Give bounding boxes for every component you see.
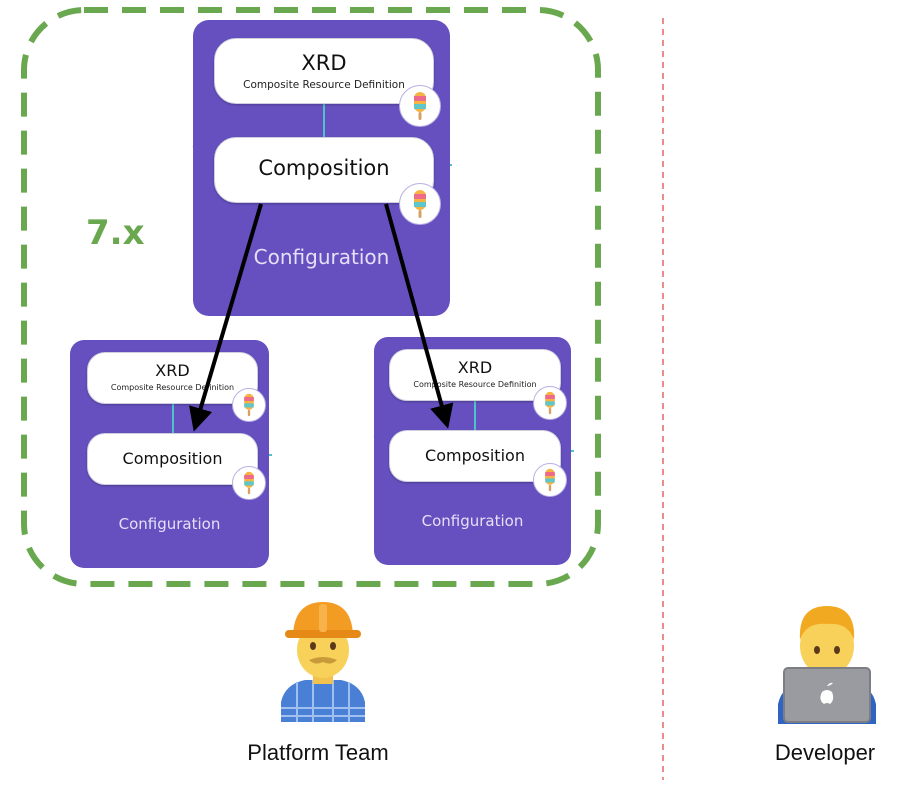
composition-pill-left: Composition	[87, 433, 258, 485]
xrd-subtitle: Composite Resource Definition	[110, 383, 235, 392]
popsicle-icon	[399, 85, 441, 127]
popsicle-icon	[533, 386, 567, 420]
configuration-label: Configuration	[421, 512, 524, 530]
xrd-title: XRD	[301, 51, 347, 75]
popsicle-icon	[232, 388, 266, 422]
popsicle-icon	[399, 183, 441, 225]
composition-pill-right: Composition	[389, 430, 561, 482]
xrd-pill-right: XRD Composite Resource Definition	[389, 349, 561, 401]
version-label: 7.x	[86, 213, 145, 253]
composition-pill-top: Composition	[214, 137, 434, 203]
platform-team-label: Platform Team	[247, 740, 389, 765]
xrd-title: XRD	[457, 358, 493, 377]
developer-label: Developer	[774, 740, 876, 765]
xrd-subtitle: Composite Resource Definition	[413, 380, 537, 389]
arrow-to-right-composition	[384, 203, 454, 429]
developer-laptop-icon	[772, 600, 882, 724]
configuration-label: Configuration	[253, 245, 390, 269]
composition-label: Composition	[425, 446, 525, 465]
xrd-pill-left: XRD Composite Resource Definition	[87, 352, 258, 404]
config-group-border	[21, 7, 601, 587]
xrd-title: XRD	[155, 361, 190, 380]
xrd-pill-top: XRD Composite Resource Definition	[214, 38, 434, 104]
xrd-subtitle: Composite Resource Definition	[243, 79, 405, 91]
arrow-to-left-composition	[189, 203, 263, 432]
configuration-card-right: XRD Composite Resource Definition Compos…	[374, 337, 571, 565]
construction-worker-icon	[275, 598, 371, 722]
popsicle-icon	[232, 466, 266, 500]
configuration-card-left: XRD Composite Resource Definition Compos…	[70, 340, 269, 568]
configuration-card-top: XRD Composite Resource Definition Compos…	[193, 20, 450, 316]
composition-label: Composition	[258, 156, 390, 180]
composition-label: Composition	[122, 449, 223, 468]
configuration-label: Configuration	[118, 515, 221, 533]
popsicle-icon	[533, 463, 567, 497]
